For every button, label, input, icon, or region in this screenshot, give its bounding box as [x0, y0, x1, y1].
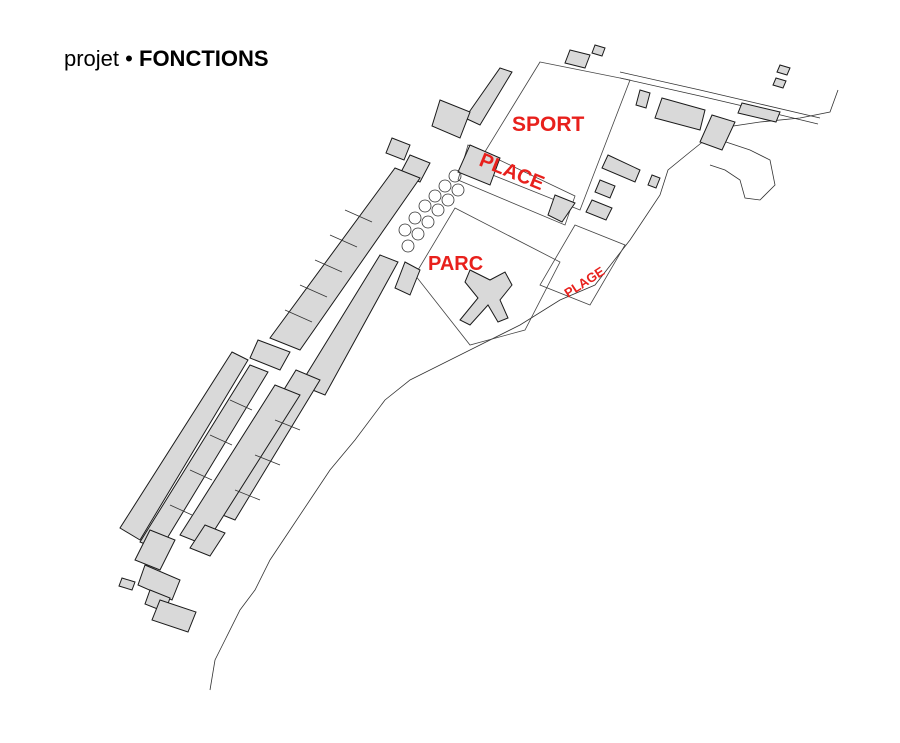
buildings-old-town-south — [118, 351, 301, 633]
label-sport: SPORT — [512, 113, 585, 136]
parc-building — [459, 269, 513, 326]
harbour-outline — [709, 139, 776, 201]
tree-grove — [398, 169, 465, 253]
promenade-line-2 — [619, 77, 819, 125]
label-parc: PARC — [428, 253, 483, 275]
title-separator: • — [125, 46, 133, 71]
parcel-lines — [169, 209, 373, 516]
parc-zone — [414, 207, 561, 346]
label-plage: PLAGE — [561, 263, 607, 300]
map-title: projet • FONCTIONS — [64, 46, 269, 72]
sport-zone — [474, 61, 631, 211]
buildings-north-east — [564, 44, 791, 221]
place-building — [547, 194, 576, 223]
label-place: PLACE — [476, 149, 547, 195]
place-building — [457, 144, 501, 186]
title-main: FONCTIONS — [139, 46, 269, 71]
plage-zone — [539, 224, 626, 306]
title-prefix: projet — [64, 46, 120, 71]
promenade-line — [619, 71, 821, 119]
